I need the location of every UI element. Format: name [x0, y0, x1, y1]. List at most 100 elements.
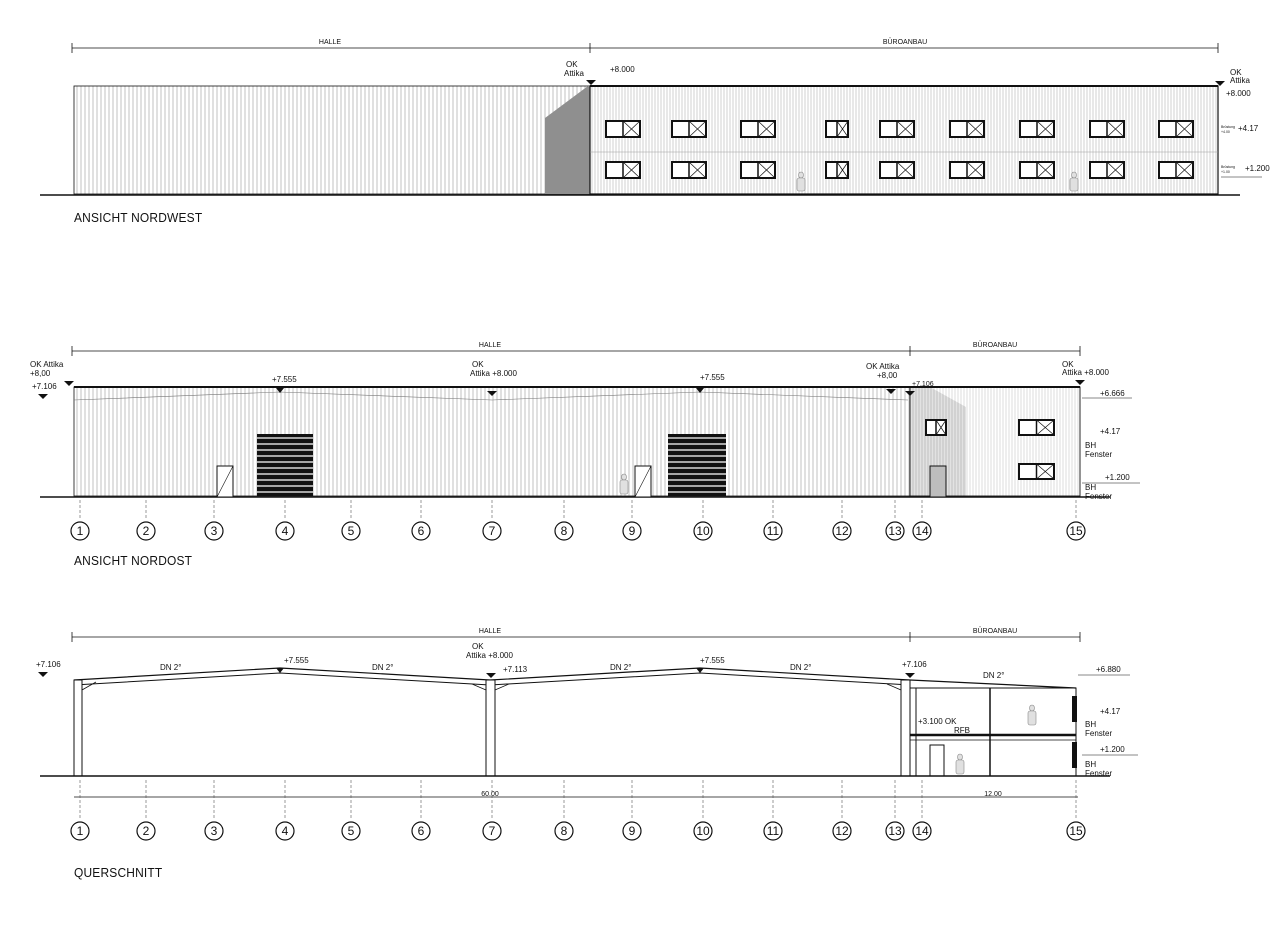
qs-bh1: BH [1085, 720, 1096, 729]
axis-label: 14 [915, 524, 929, 538]
title-nordwest: ANSICHT NORDWEST [74, 210, 203, 225]
qs-peak1: +7.555 [284, 656, 309, 665]
no-person-figure [619, 473, 629, 495]
axis-label: 5 [348, 824, 355, 838]
no-hall-facade [73, 386, 911, 497]
axis-marker-9: 9 [622, 780, 642, 841]
no-left-marker-2 [38, 394, 48, 399]
qs-peak2: +7.555 [700, 656, 725, 665]
no-peak2: +7.555 [700, 373, 725, 382]
nw-small-upper-1: Brüstung [1221, 125, 1235, 129]
axis-marker-2: 2 [136, 780, 156, 841]
no-mid-ok: OK [472, 360, 484, 369]
nw-attika-right-value: +8.000 [1226, 89, 1251, 98]
axis-label: 3 [211, 524, 218, 538]
view-querschnitt: HALLE BÜROANBAU 60.00 12.00 +7.106 [36, 627, 1138, 841]
no-r-val2: +7.106 [912, 381, 934, 388]
axis-label: 8 [561, 824, 568, 838]
nw-window-lower [1158, 161, 1194, 179]
axis-label: 7 [489, 524, 496, 538]
axis-label: 10 [696, 524, 710, 538]
nw-window-upper [949, 120, 985, 138]
axis-label: 11 [767, 524, 780, 538]
axis-marker-10: 10 [693, 500, 713, 541]
axis-marker-14: 14 [912, 780, 932, 841]
no-far-marker [1075, 380, 1085, 385]
axis-label: 13 [888, 824, 902, 838]
axis-label: 4 [282, 524, 289, 538]
nw-window-upper [1089, 120, 1125, 138]
no-zone-buero: BÜROANBAU [973, 341, 1017, 349]
nw-attika-mid-value: +8.000 [610, 65, 635, 74]
nw-window-upper [671, 120, 707, 138]
no-left-val2: +7.106 [32, 382, 57, 391]
axis-marker-13: 13 [885, 780, 905, 841]
nw-window-upper [1158, 120, 1194, 138]
nw-window-lower [949, 161, 985, 179]
nw-small-upper-2: +4.00 [1221, 130, 1230, 134]
axis-marker-4: 4 [275, 780, 295, 841]
qs-zone-dimension [71, 632, 1081, 642]
axis-marker-15: 15 [1066, 780, 1086, 841]
axis-marker-8: 8 [554, 780, 574, 841]
qs-column-mid [485, 679, 496, 777]
qs-r-val: +7.106 [902, 660, 927, 669]
no-window-small-upper [925, 419, 947, 436]
axis-label: 6 [418, 824, 425, 838]
qs-dn5: DN 2° [983, 671, 1004, 680]
no-level-4: +4.17 [1100, 427, 1121, 436]
axis-marker-3: 3 [204, 780, 224, 841]
no-bh1: BH [1085, 441, 1096, 450]
nw-level-marker-right [1215, 81, 1225, 86]
nw-attika-label: Attika [564, 69, 585, 78]
no-door-office [929, 465, 947, 498]
no-r-ok: OK Attika [866, 362, 900, 371]
qs-door [929, 744, 945, 777]
nw-hall-facade [73, 85, 591, 195]
qs-level-1: +1.200 [1100, 745, 1125, 754]
nw-level-lower: +1.200 [1245, 164, 1270, 173]
axis-marker-2: 2 [136, 500, 156, 541]
nw-ok-label: OK [566, 60, 578, 69]
qs-level-6: +6.880 [1096, 665, 1121, 674]
qs-zone-buero: BÜROANBAU [973, 627, 1017, 635]
nw-window-upper [879, 120, 915, 138]
no-fenster2: Fenster [1085, 492, 1112, 501]
axis-marker-12: 12 [832, 500, 852, 541]
no-far-attika: Attika +8.000 [1062, 368, 1109, 377]
axis-marker-8: 8 [554, 500, 574, 541]
nw-window-group [605, 120, 1194, 179]
axis-marker-4: 4 [275, 500, 295, 541]
axis-label: 15 [1069, 524, 1083, 538]
no-roller-doors [257, 434, 726, 496]
axis-marker-9: 9 [622, 500, 642, 541]
qs-fenster1: Fenster [1085, 729, 1112, 738]
no-zone-halle: HALLE [479, 342, 502, 349]
axis-marker-1: 1 [70, 780, 90, 841]
axis-marker-3: 3 [204, 500, 224, 541]
axis-marker-10: 10 [693, 780, 713, 841]
no-window-upper [1018, 419, 1055, 436]
nw-level-marker [586, 80, 596, 85]
nw-level-upper: +4.17 [1238, 124, 1259, 133]
qs-bh2: BH [1085, 760, 1096, 769]
nw-attika-right: Attika [1230, 76, 1251, 85]
axis-label: 11 [767, 824, 780, 838]
qs-mid-val: +7.113 [503, 665, 528, 674]
no-roof-profile [73, 391, 909, 401]
qs-dn1: DN 2° [160, 663, 181, 672]
axis-label: 13 [888, 524, 902, 538]
no-zone-dimension [71, 346, 1081, 356]
qs-fenster2: Fenster [1085, 769, 1112, 778]
axis-marker-5: 5 [341, 500, 361, 541]
nw-window-lower [879, 161, 915, 179]
no-far-ok: OK [1062, 360, 1074, 369]
nw-window-lower [1089, 161, 1125, 179]
axis-label: 15 [1069, 824, 1083, 838]
axis-label: 1 [77, 524, 84, 538]
nw-zone-halle: HALLE [319, 39, 342, 46]
qs-level-4: +4.17 [1100, 707, 1121, 716]
nw-small-lower-2: +1.00 [1221, 170, 1230, 174]
